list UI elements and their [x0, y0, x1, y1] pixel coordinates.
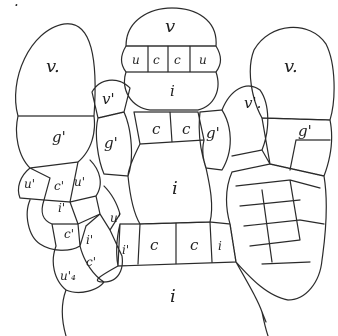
label-right-inner-g: g'	[206, 124, 220, 142]
label-top-u-right: u	[199, 53, 207, 67]
label-right-g: g'	[298, 122, 312, 140]
label-small-u: u'	[110, 211, 121, 225]
left-upper-group	[16, 24, 101, 224]
low-right-inner-cells	[236, 180, 324, 264]
label-left-u2: u'	[74, 175, 85, 189]
label-low-c2: c'	[86, 255, 96, 269]
label-left-i: i'	[58, 201, 65, 215]
label-low-i-right: i	[218, 239, 222, 253]
label-left-inner-g: g'	[104, 134, 118, 152]
label-low-c-right: c	[190, 236, 199, 254]
label-low-c: c'	[64, 227, 74, 241]
low-left-outer	[27, 200, 86, 250]
label-left-u: u'	[24, 177, 35, 191]
right-g-cell	[262, 118, 332, 176]
label-center-i: i	[172, 178, 178, 199]
label-mid-c1: c	[152, 120, 161, 138]
label-top-c-right: c	[174, 53, 181, 67]
low-right-outer	[227, 164, 327, 300]
dot-mark: .	[14, 0, 19, 10]
label-left-g: g'	[52, 128, 66, 146]
label-left-v: v.	[46, 56, 60, 77]
label-top-c-left: c	[153, 53, 160, 67]
right-g-dividers	[262, 140, 330, 170]
mid-band-divider	[170, 112, 172, 142]
mid-band	[134, 112, 204, 144]
right-upper-group	[250, 27, 334, 176]
label-top-i: i	[170, 82, 175, 100]
label-top-v: v	[165, 16, 175, 37]
mid-band-group	[134, 112, 204, 144]
label-bottom-i: i	[170, 286, 176, 307]
label-right-v: v.	[284, 56, 298, 77]
label-top-u-left: u	[132, 53, 140, 67]
label-low-u4: u'₄	[60, 269, 76, 283]
label-right-inner-v: v'.	[244, 94, 261, 112]
label-low-i: i'	[86, 233, 93, 247]
label-left-inner-v: v'	[102, 90, 115, 108]
label-left-c: c'	[54, 179, 64, 193]
lower-right-group	[227, 164, 327, 300]
center-i-cell	[128, 140, 212, 224]
label-low-i2: i'	[122, 243, 129, 257]
label-mid-c2: c	[182, 120, 191, 138]
left-row2-edge	[78, 196, 100, 224]
label-low-c-left: c	[150, 236, 159, 254]
